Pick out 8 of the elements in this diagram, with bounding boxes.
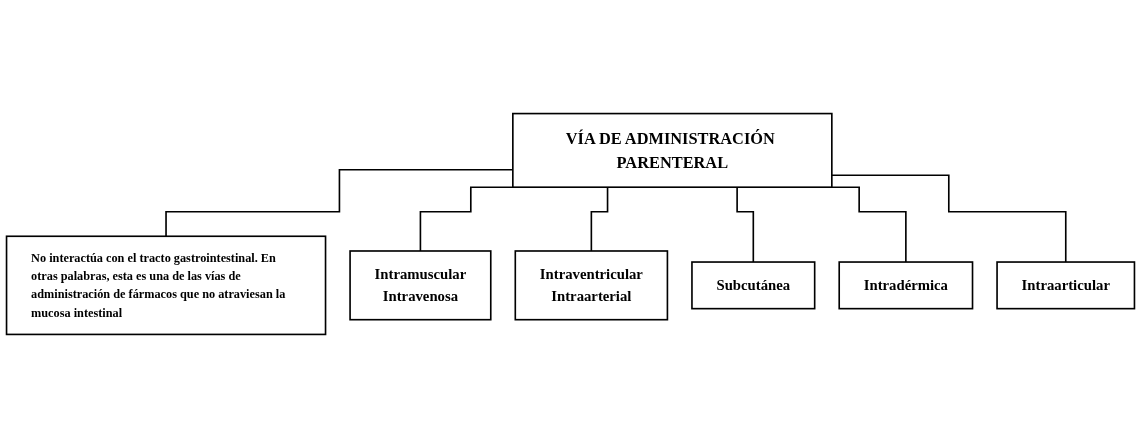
node-box: Intraventricular Intraarterial [514, 250, 669, 321]
node-box: VÍA DE ADMINISTRACIÓN PARENTERAL [512, 112, 833, 188]
node-box: Intraarticular [996, 261, 1136, 310]
node-box: No interactúa con el tracto gastrointestinal. En otras palabras, esta es una de las vías de administración de fármacos que no atraviesan la mucosa intestinal [5, 235, 327, 336]
node-box: Subcutánea [691, 261, 816, 310]
node-box: Intradérmica [838, 261, 974, 310]
connector [831, 174, 1067, 263]
node-box: Intramuscular Intravenosa [349, 250, 492, 321]
